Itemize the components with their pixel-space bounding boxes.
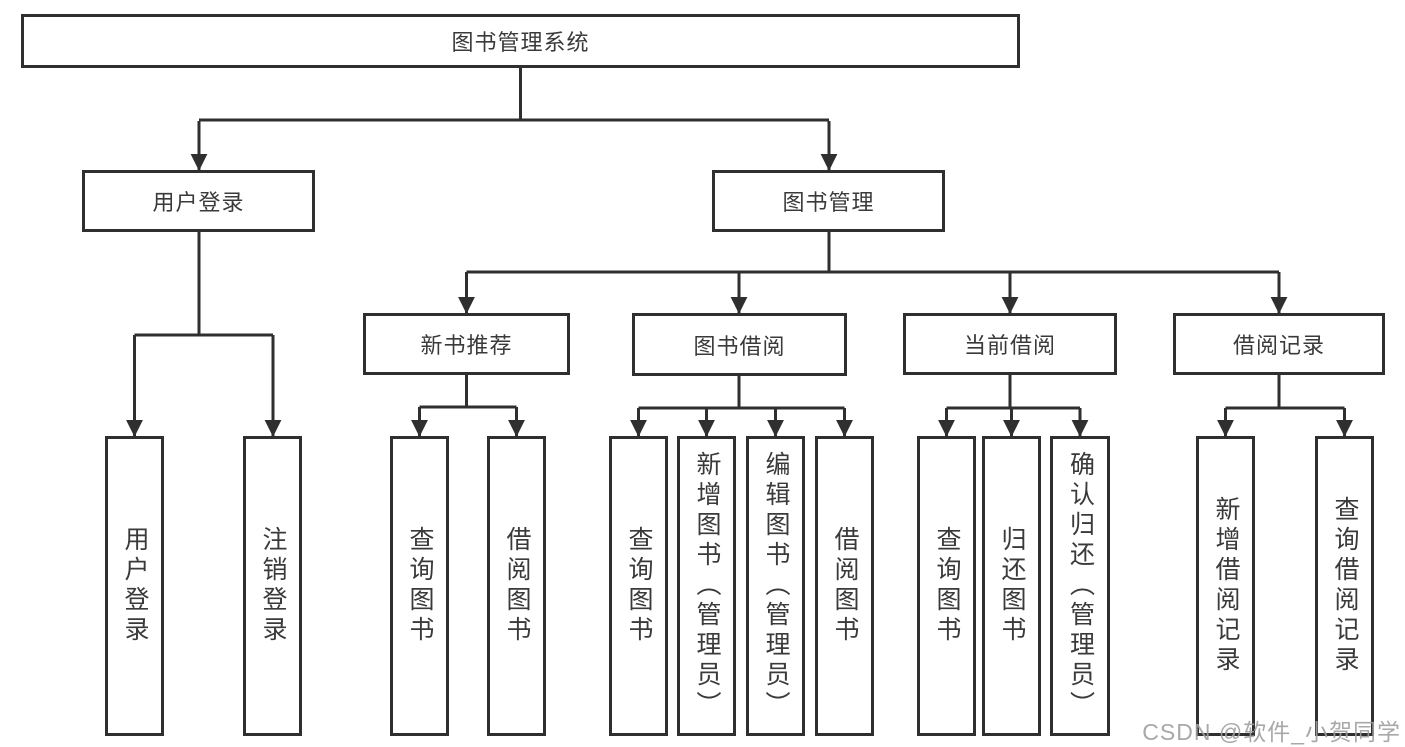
connector-group [126, 68, 1353, 437]
node-leaf-return-book: 归还图书 [982, 436, 1041, 736]
node-leaf-query-books-2: 查询图书 [609, 436, 668, 736]
node-label: 借阅图书 [831, 526, 859, 646]
node-leaf-borrow-books-1: 借阅图书 [487, 436, 546, 736]
node-leaf-query-books-3: 查询图书 [917, 436, 976, 736]
node-book-management: 图书管理 [712, 170, 945, 232]
node-label: 图书管理 [782, 190, 875, 215]
node-user-login: 用户登录 [82, 170, 315, 232]
node-leaf-edit-book: 编辑图书（管理员） [746, 436, 805, 736]
node-leaf-logout: 注销登录 [243, 436, 302, 736]
node-label: 借阅记录 [1232, 333, 1325, 358]
node-label: 新增图书（管理员） [693, 451, 721, 721]
node-leaf-query-borrow-record: 查询借阅记录 [1315, 436, 1374, 736]
node-leaf-user-login: 用户登录 [105, 436, 164, 736]
node-leaf-add-borrow-record: 新增借阅记录 [1196, 436, 1255, 736]
node-borrowing-records: 借阅记录 [1173, 313, 1385, 375]
node-label: 注销登录 [259, 526, 287, 646]
node-label: 新增借阅记录 [1212, 496, 1240, 676]
node-label: 用户登录 [152, 190, 245, 215]
node-book-borrowing: 图书借阅 [632, 313, 847, 376]
node-label: 查询图书 [406, 526, 434, 646]
node-label: 编辑图书（管理员） [762, 451, 790, 721]
node-label: 图书借阅 [693, 333, 786, 359]
node-new-book-recommend: 新书推荐 [363, 313, 570, 375]
node-label: 用户登录 [121, 526, 149, 646]
node-label: 查询图书 [625, 526, 653, 646]
node-current-borrowing: 当前借阅 [903, 313, 1117, 375]
node-label: 当前借阅 [963, 333, 1056, 358]
node-leaf-query-books-1: 查询图书 [390, 436, 449, 736]
node-leaf-confirm-return: 确认归还（管理员） [1050, 436, 1110, 736]
node-library-management-system: 图书管理系统 [21, 14, 1020, 68]
node-label: 新书推荐 [420, 333, 513, 358]
node-label: 查询借阅记录 [1331, 496, 1359, 676]
node-label: 查询图书 [933, 526, 961, 646]
node-label: 图书管理系统 [451, 30, 590, 55]
node-leaf-add-book: 新增图书（管理员） [677, 436, 736, 736]
node-label: 归还图书 [998, 526, 1026, 646]
node-leaf-borrow-books-2: 借阅图书 [815, 436, 874, 736]
csdn-watermark: CSDN @软件_小贺同学 [1142, 719, 1401, 745]
node-label: 借阅图书 [503, 526, 531, 646]
node-label: 确认归还（管理员） [1066, 451, 1095, 721]
